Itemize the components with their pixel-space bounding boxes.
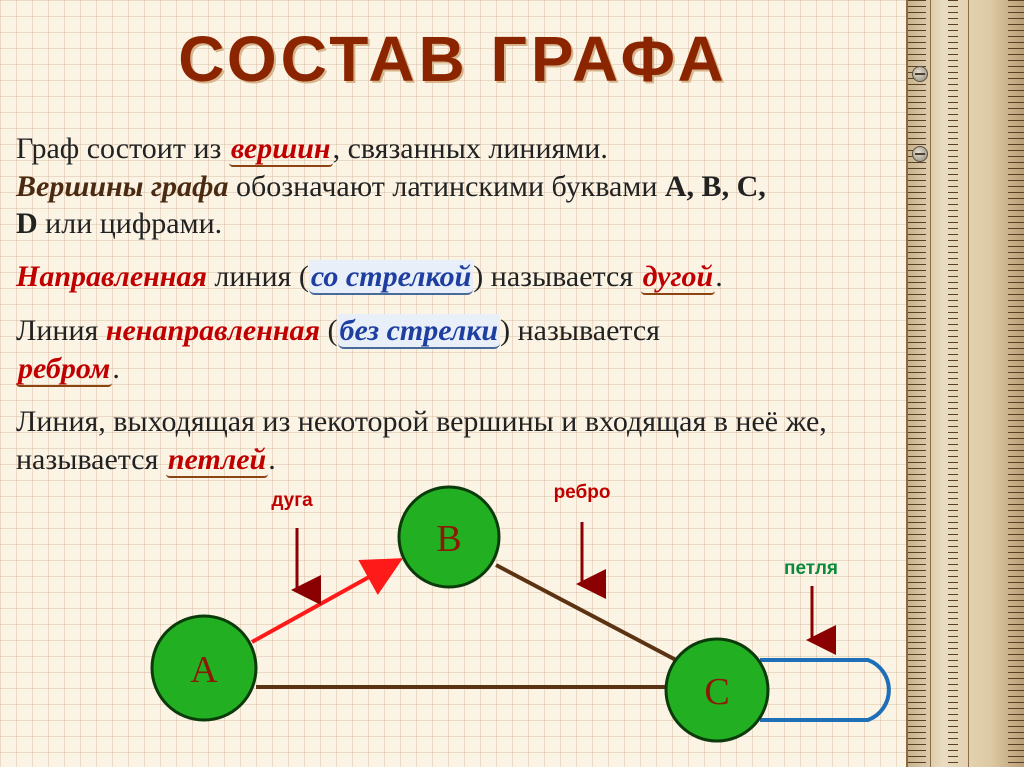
arc-annotation: дуга [271, 490, 313, 511]
text: , связанных линиями. [332, 132, 608, 165]
paragraph-arc-definition: Направленная линия (со стрелкой) называе… [16, 258, 901, 296]
text: Линия [16, 314, 106, 347]
edge-annotation: ребро [554, 482, 611, 503]
ruler-ticks [948, 0, 958, 767]
text: . [268, 442, 276, 476]
arc-line-a-b [251, 558, 403, 644]
text: . [112, 351, 120, 385]
loop-annotation: петля [784, 558, 838, 579]
vertex-a-label: A [190, 649, 218, 691]
vertex-a: A [150, 614, 258, 722]
term-arc: дугой [640, 260, 716, 295]
text: или цифрами [37, 207, 215, 240]
term-without-arrow: без стрелки [337, 314, 501, 349]
screw-icon [912, 66, 928, 82]
ruler-decoration [906, 0, 1024, 767]
term-directed: Направленная [16, 260, 207, 293]
term-loop: петлей [165, 442, 269, 478]
term-edge: ребром [16, 351, 113, 387]
text: ) называется [500, 314, 660, 347]
vertex-b-label: B [436, 518, 461, 560]
edge-line-b-c [495, 563, 677, 662]
text: Линия, выходящая из некоторой вершины и … [16, 405, 827, 476]
term-graph-vertices: Вершины графа [16, 169, 229, 203]
ruler-ticks [1008, 0, 1024, 767]
slide-title: СОСТАВ ГРАФА [178, 23, 728, 95]
text: . [715, 260, 723, 293]
text: ( [320, 314, 338, 347]
paragraph-edge-definition: Линия ненаправленная (без стрелки) назыв… [16, 312, 901, 387]
vertex-c-label: C [704, 671, 729, 713]
text: линия ( [206, 260, 309, 293]
vertex-letters: А, В, С, [664, 169, 766, 203]
screw-icon [912, 146, 928, 162]
ruler-edge-line [930, 0, 931, 767]
paragraph-graph-composition: Граф состоит из вершин, связанных линиям… [16, 130, 901, 243]
vertex-letter-d: D [16, 207, 38, 240]
text: . [214, 207, 223, 240]
text: Граф состоит из [16, 132, 229, 165]
vertex-b: B [397, 485, 501, 589]
term-undirected: ненаправленная [105, 314, 321, 347]
text: обозначают латинскими буквами [228, 169, 665, 203]
text: ) называется [473, 260, 641, 293]
term-with-arrow: со стрелкой [308, 260, 474, 295]
ruler-ticks [908, 0, 926, 767]
ruler-edge-line [968, 0, 969, 767]
vertex-c: C [664, 637, 770, 743]
term-vertices: вершин [228, 132, 333, 167]
paragraph-loop-definition: Линия, выходящая из некоторой вершины и … [16, 403, 901, 478]
loop-line [760, 658, 891, 722]
